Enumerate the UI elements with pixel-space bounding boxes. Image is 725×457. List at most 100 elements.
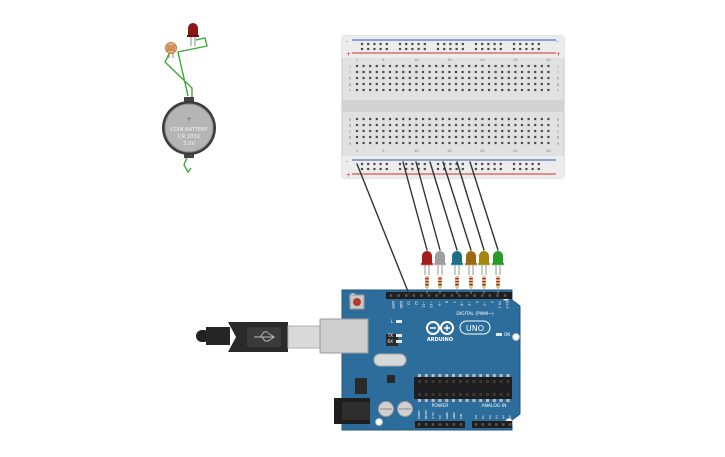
resistor[interactable] [496, 276, 500, 294]
rail-hole[interactable] [537, 162, 540, 166]
breadboard-hole[interactable] [527, 135, 530, 139]
rail-hole[interactable] [360, 47, 364, 51]
breadboard-hole[interactable] [382, 141, 385, 145]
breadboard-hole[interactable] [415, 82, 418, 86]
breadboard-hole[interactable] [428, 135, 431, 139]
breadboard-hole[interactable] [415, 70, 418, 74]
breadboard-hole[interactable] [435, 70, 438, 74]
breadboard-hole[interactable] [408, 70, 411, 74]
breadboard-hole[interactable] [468, 129, 471, 133]
breadboard-hole[interactable] [435, 117, 438, 121]
breadboard-hole[interactable] [481, 135, 484, 139]
breadboard-hole[interactable] [369, 141, 372, 145]
breadboard-hole[interactable] [388, 76, 392, 80]
breadboard-hole[interactable] [534, 64, 537, 68]
breadboard-hole[interactable] [421, 82, 425, 86]
breadboard-hole[interactable] [481, 129, 484, 133]
battery-circuit[interactable]: + COIN BATTERY CR 2032 3.0V [162, 23, 216, 174]
breadboard-hole[interactable] [448, 82, 451, 86]
breadboard-hole[interactable] [382, 117, 385, 121]
breadboard-hole[interactable] [501, 141, 504, 145]
breadboard-hole[interactable] [355, 123, 359, 127]
breadboard-hole[interactable] [355, 129, 359, 133]
led-green[interactable] [492, 251, 504, 275]
breadboard-hole[interactable] [454, 64, 458, 68]
breadboard-hole[interactable] [415, 117, 418, 121]
breadboard-hole[interactable] [494, 64, 497, 68]
power-pin[interactable] [459, 423, 463, 426]
breadboard-hole[interactable] [408, 123, 411, 127]
rail-hole[interactable] [474, 42, 478, 46]
breadboard-hole[interactable] [501, 64, 504, 68]
analog-pin[interactable] [474, 423, 478, 426]
breadboard-hole[interactable] [435, 88, 438, 92]
breadboard-hole[interactable] [454, 141, 458, 145]
breadboard-hole[interactable] [408, 141, 411, 145]
rail-hole[interactable] [360, 167, 364, 171]
breadboard-hole[interactable] [520, 117, 524, 121]
breadboard-hole[interactable] [454, 88, 458, 92]
breadboard-hole[interactable] [369, 123, 372, 127]
rail-hole[interactable] [493, 42, 496, 46]
breadboard-hole[interactable] [487, 141, 491, 145]
rail-hole[interactable] [481, 42, 484, 46]
breadboard-hole[interactable] [388, 64, 392, 68]
breadboard-hole[interactable] [481, 88, 484, 92]
breadboard-hole[interactable] [540, 135, 543, 139]
breadboard-hole[interactable] [481, 141, 484, 145]
rail-hole[interactable] [373, 162, 376, 166]
breadboard-hole[interactable] [501, 88, 504, 92]
rail-hole[interactable] [417, 162, 420, 166]
breadboard-hole[interactable] [534, 88, 537, 92]
breadboard-hole[interactable] [408, 117, 411, 121]
breadboard-hole[interactable] [514, 129, 517, 133]
breadboard-hole[interactable] [388, 123, 392, 127]
rail-hole[interactable] [499, 162, 502, 166]
breadboard-hole[interactable] [468, 117, 471, 121]
rail-hole[interactable] [449, 42, 452, 46]
rail-hole[interactable] [398, 47, 402, 51]
breadboard-hole[interactable] [468, 88, 471, 92]
led-array[interactable] [421, 251, 504, 294]
breadboard-hole[interactable] [520, 76, 524, 80]
breadboard-hole[interactable] [501, 82, 504, 86]
breadboard-hole[interactable] [441, 117, 444, 121]
led-blue[interactable] [451, 251, 463, 275]
rail-hole[interactable] [379, 42, 382, 46]
analog-pin[interactable] [488, 423, 491, 426]
breadboard-hole[interactable] [481, 64, 484, 68]
indicator-led[interactable] [187, 23, 199, 46]
rail-hole[interactable] [461, 42, 464, 46]
rail-hole[interactable] [461, 167, 464, 171]
usb-cable[interactable] [196, 322, 321, 352]
rail-hole[interactable] [385, 162, 388, 166]
breadboard-hole[interactable] [534, 70, 537, 74]
breadboard-hole[interactable] [507, 129, 510, 133]
breadboard-hole[interactable] [395, 88, 398, 92]
breadboard-hole[interactable] [395, 135, 398, 139]
breadboard-hole[interactable] [468, 135, 471, 139]
rail-hole[interactable] [455, 167, 458, 171]
power-pin[interactable] [431, 423, 435, 426]
breadboard-hole[interactable] [428, 82, 431, 86]
breadboard-hole[interactable] [448, 117, 451, 121]
rail-hole[interactable] [525, 167, 528, 171]
breadboard-hole[interactable] [382, 88, 385, 92]
breadboard-hole[interactable] [375, 123, 378, 127]
breadboard-hole[interactable] [428, 141, 431, 145]
breadboard-hole[interactable] [408, 88, 411, 92]
rail-hole[interactable] [405, 42, 408, 46]
header-pin[interactable] [458, 294, 461, 297]
breadboard-hole[interactable] [547, 117, 550, 121]
breadboard-hole[interactable] [534, 117, 537, 121]
breadboard-hole[interactable] [487, 117, 491, 121]
rail-hole[interactable] [487, 162, 490, 166]
green-wire-battery-bottom[interactable] [183, 154, 192, 174]
rail-hole[interactable] [367, 47, 370, 51]
breadboard-hole[interactable] [415, 141, 418, 145]
breadboard-hole[interactable] [454, 117, 458, 121]
breadboard-hole[interactable] [540, 141, 543, 145]
breadboard-hole[interactable] [507, 70, 510, 74]
rail-hole[interactable] [423, 42, 426, 46]
rail-hole[interactable] [499, 47, 502, 51]
